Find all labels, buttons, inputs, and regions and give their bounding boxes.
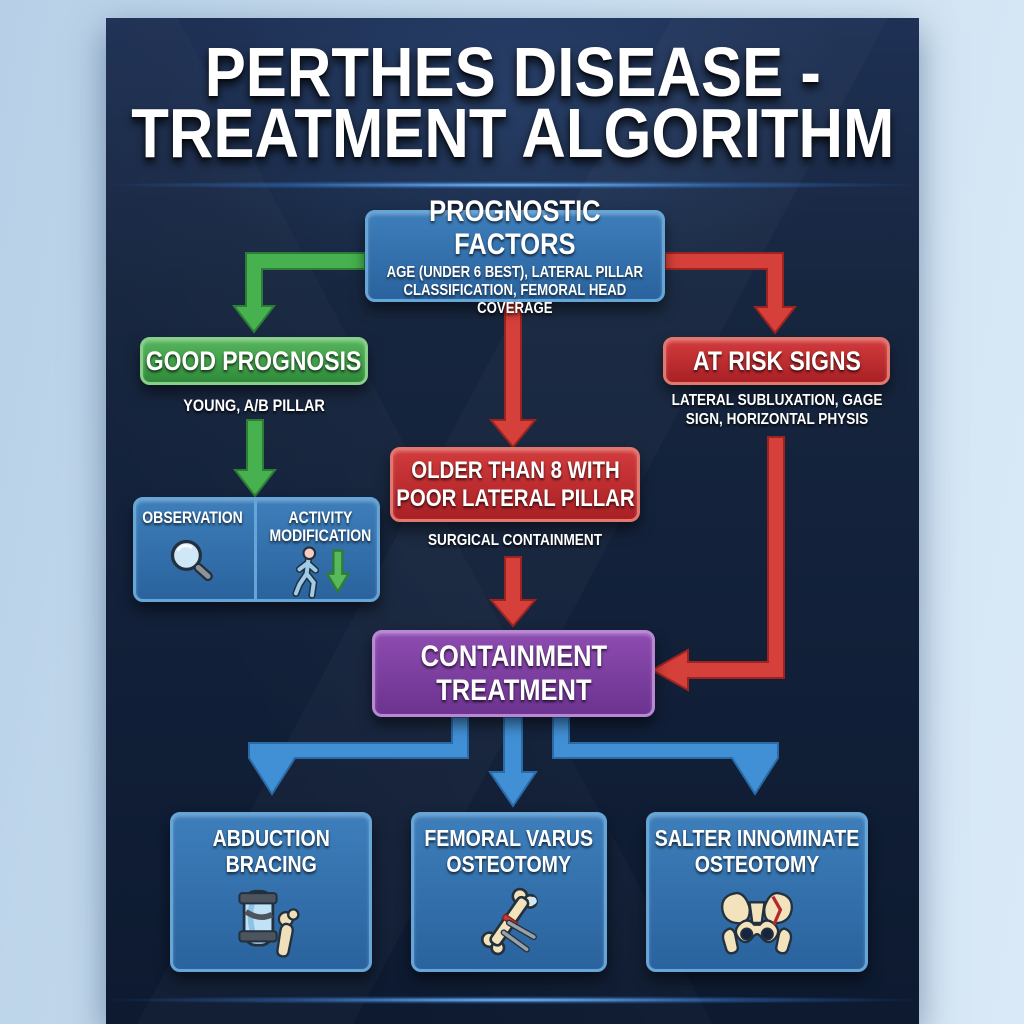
node-good-prognosis: GOOD PROGNOSIS	[140, 337, 368, 385]
arrow-atrisk-to-containment	[649, 436, 785, 692]
activity-modification-cell: ACTIVITY MODIFICATION	[257, 500, 383, 599]
node-older-than-8: OLDER THAN 8 WITH POOR LATERAL PILLAR	[390, 447, 640, 522]
good-prognosis-title: GOOD PROGNOSIS	[146, 345, 362, 376]
older-than-8-note: SURGICAL CONTAINMENT	[427, 532, 603, 549]
divider-glow-bottom	[106, 996, 919, 1004]
page-title: PERTHES DISEASE - TREATMENT ALGORITHM	[106, 33, 919, 172]
arrow-containment-to-abduction	[248, 716, 469, 796]
arrow-prognostic-to-good	[231, 252, 366, 334]
arrow-containment-to-femoral	[488, 716, 538, 808]
prognostic-factors-title: PROGNOSTIC FACTORS	[429, 194, 601, 261]
at-risk-signs-title: AT RISK SIGNS	[692, 345, 861, 376]
abduction-bracing-title: ABDUCTION BRACING	[212, 825, 330, 877]
node-prognostic-factors: PROGNOSTIC FACTORS AGE (UNDER 6 BEST), L…	[365, 195, 665, 317]
femoral-varus-osteotomy-title: FEMORAL VARUS OSTEOTOMY	[424, 825, 594, 877]
arrow-prognostic-to-atrisk	[664, 252, 798, 335]
magnifier-icon	[162, 527, 222, 595]
node-containment-treatment: CONTAINMENT TREATMENT	[372, 630, 655, 717]
node-salter-innominate-osteotomy: SALTER INNOMINATE OSTEOTOMY	[646, 812, 868, 972]
prognostic-factors-subtitle: AGE (UNDER 6 BEST), LATERAL PILLAR CLASS…	[386, 263, 644, 317]
good-prognosis-note: YOUNG, A/B PILLAR	[183, 396, 325, 415]
divider-glow-top	[106, 181, 919, 189]
node-observation-activity: OBSERVATION ACTIVITY MODIFICATION	[133, 497, 380, 602]
containment-treatment-title: CONTAINMENT TREATMENT	[420, 639, 607, 707]
leg-brace-icon	[173, 877, 369, 969]
pelvis-icon	[649, 877, 865, 969]
page-title-line2: TREATMENT ALGORITHM	[130, 94, 895, 172]
salter-innominate-osteotomy-title: SALTER INNOMINATE OSTEOTOMY	[654, 825, 860, 877]
node-abduction-bracing: ABDUCTION BRACING	[170, 812, 372, 972]
arrow-prognostic-to-older8	[488, 301, 538, 449]
observation-label: OBSERVATION	[141, 509, 243, 527]
node-femoral-varus-osteotomy: FEMORAL VARUS OSTEOTOMY	[411, 812, 607, 972]
activity-modification-label: ACTIVITY MODIFICATION	[269, 509, 372, 545]
arrow-older8-to-containment	[488, 556, 538, 628]
walking-person-down-arrow-icon	[287, 545, 353, 599]
poster: PERTHES DISEASE - TREATMENT ALGORITHM PR…	[106, 18, 919, 1024]
at-risk-signs-note: LATERAL SUBLUXATION, GAGE SIGN, HORIZONT…	[671, 392, 883, 428]
arrow-containment-to-salter	[552, 716, 779, 796]
observation-cell: OBSERVATION	[130, 500, 258, 599]
arrow-good-to-observation	[232, 419, 278, 498]
node-at-risk-signs: AT RISK SIGNS	[663, 337, 890, 385]
bone-with-screws-icon	[414, 877, 604, 969]
page-title-line1: PERTHES DISEASE -	[204, 33, 821, 111]
older-than-8-title: OLDER THAN 8 WITH POOR LATERAL PILLAR	[395, 456, 635, 512]
